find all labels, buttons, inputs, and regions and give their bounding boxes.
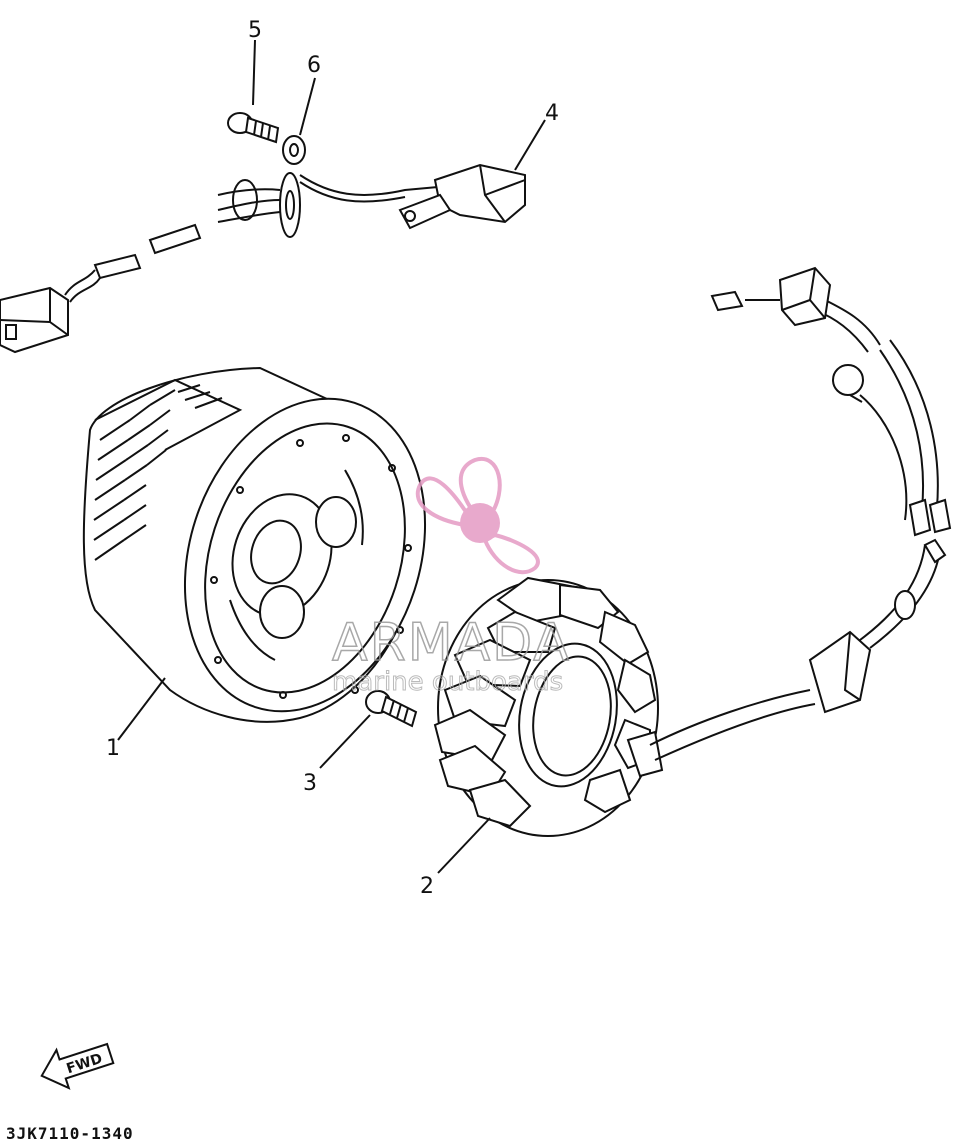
callout-pulser-coil: 4: [545, 101, 559, 126]
rim-holes: [210, 434, 412, 699]
stator: [433, 576, 664, 837]
brand-watermark: ARMADA marine outboards: [331, 456, 571, 698]
flywheel: [82, 366, 427, 723]
part-number: 3JK7110-1340: [6, 1124, 134, 1143]
stator-harness: [649, 266, 952, 761]
fwd-arrow: FWD: [40, 1042, 115, 1090]
watermark-tagline: marine outboards: [332, 667, 563, 697]
callout-stator: 2: [420, 874, 434, 899]
callout-pulser-bolt: 5: [248, 18, 262, 43]
stator-poles: [433, 576, 657, 828]
callout-stator-bolt: 3: [303, 771, 317, 796]
pulser-bolt: [227, 112, 280, 144]
propeller-logo-icon: [415, 456, 540, 575]
cooling-fins: [93, 384, 223, 561]
watermark-brand: ARMADA: [332, 613, 571, 673]
callout-pulser-washer: 6: [307, 53, 321, 78]
callout-flywheel: 1: [106, 736, 120, 761]
leader-lines: [117, 39, 546, 874]
stator-bolt: [365, 690, 418, 728]
pulser-washer: [282, 135, 306, 165]
callouts: 5 6 4 1 3 2: [106, 18, 559, 899]
pulser-coil-assembly: [0, 163, 526, 354]
